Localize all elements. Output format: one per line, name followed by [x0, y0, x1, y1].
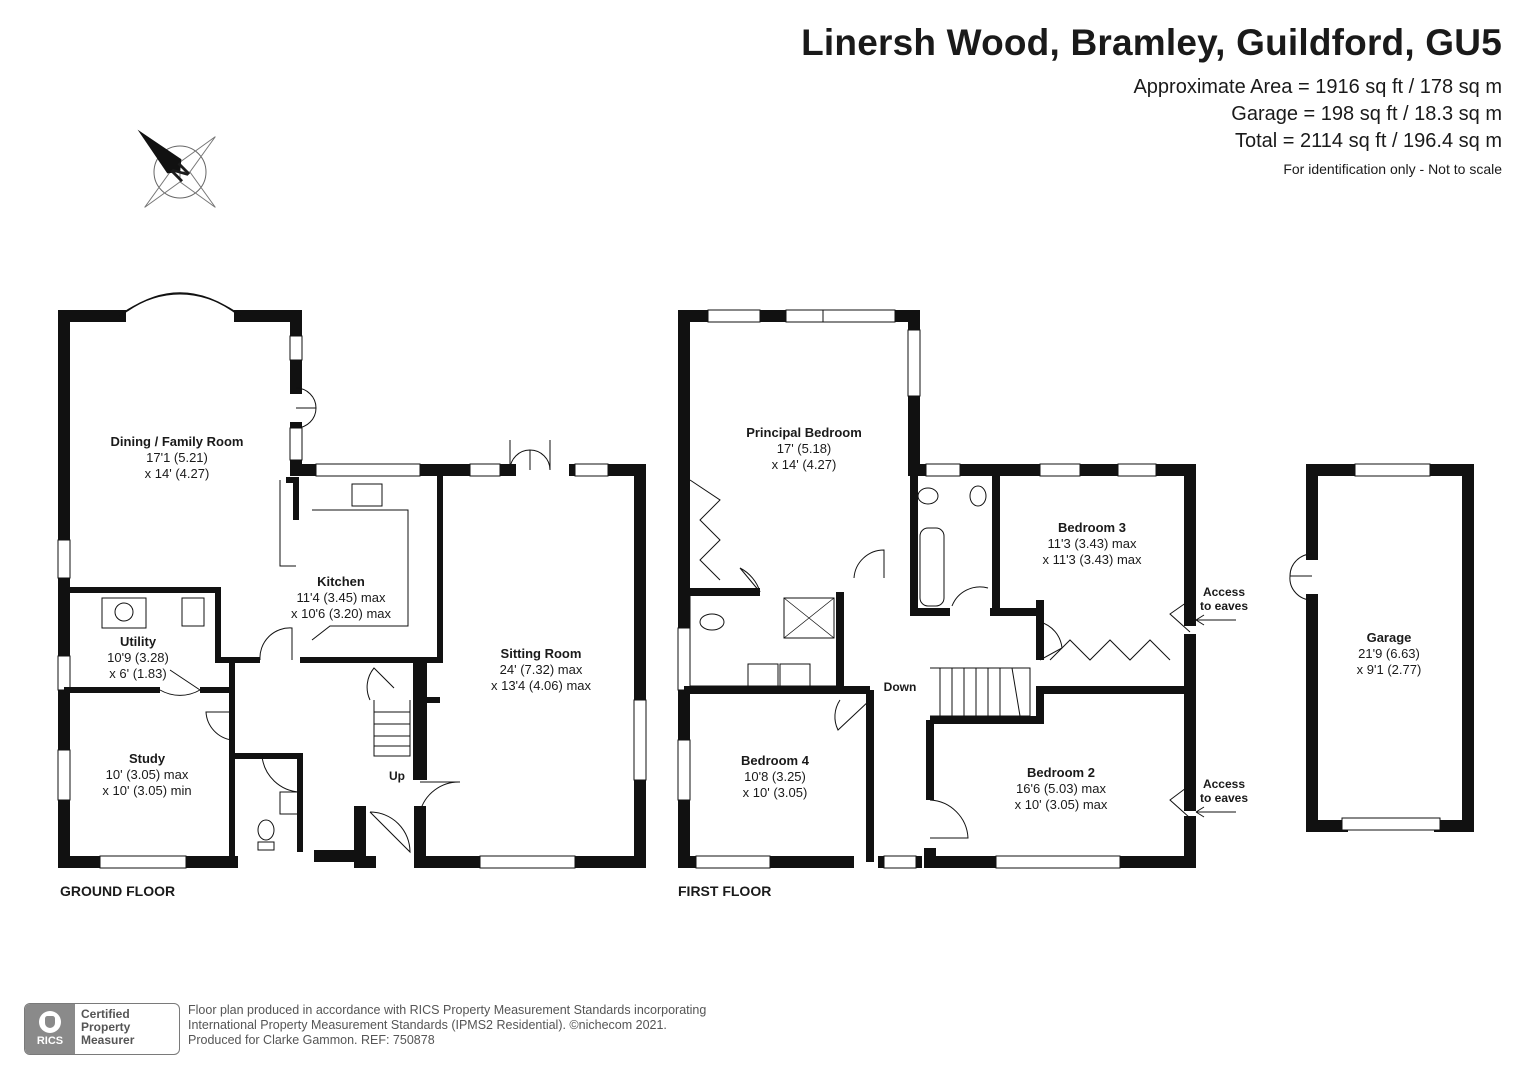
stairs-up-label: Up — [389, 769, 405, 783]
room-garage-dim2: x 9'1 (2.77) — [1357, 662, 1422, 677]
compass-rose-icon: N — [137, 129, 216, 208]
room-utility-name: Utility — [120, 634, 157, 649]
floor-plan: N — [57, 129, 1474, 899]
first-floor-label: FIRST FLOOR — [678, 883, 771, 899]
stairs-down-label: Down — [884, 680, 917, 694]
eaves-access-2-line1: Access — [1203, 777, 1245, 791]
property-title: Linersh Wood, Bramley, Guildford, GU5 — [801, 22, 1502, 63]
room-sitting-name: Sitting Room — [501, 646, 582, 661]
room-bedroom3-name: Bedroom 3 — [1058, 520, 1126, 535]
ground-floor-labels: Dining / Family Room 17'1 (5.21) x 14' (… — [60, 434, 592, 899]
room-dining-dim1: 17'1 (5.21) — [146, 450, 208, 465]
room-sitting-dim2: x 13'4 (4.06) max — [491, 678, 592, 693]
badge-line-3: Measurer — [81, 1033, 135, 1047]
room-kitchen-dim2: x 10'6 (3.20) max — [291, 606, 392, 621]
room-study-dim1: 10' (3.05) max — [106, 767, 189, 782]
footer-disclaimer: Floor plan produced in accordance with R… — [188, 1003, 706, 1048]
garage-labels: Garage 21'9 (6.63) x 9'1 (2.77) — [1357, 630, 1422, 677]
garage-area: Garage = 198 sq ft / 18.3 sq m — [1231, 103, 1502, 125]
room-kitchen-dim1: 11'4 (3.45) max — [297, 590, 386, 605]
ground-floor-label: GROUND FLOOR — [60, 883, 175, 899]
room-dining-name: Dining / Family Room — [111, 434, 244, 449]
room-bedroom3-dim1: 11'3 (3.43) max — [1048, 536, 1137, 551]
room-garage-name: Garage — [1367, 630, 1412, 645]
room-bedroom3-dim2: x 11'3 (3.43) max — [1042, 552, 1142, 567]
room-bedroom4-dim2: x 10' (3.05) — [743, 785, 808, 800]
room-utility-dim2: x 6' (1.83) — [109, 666, 166, 681]
eaves-access-1-line1: Access — [1203, 585, 1245, 599]
badge-line-2: Property — [81, 1020, 131, 1034]
rics-logo-icon — [39, 1011, 61, 1033]
approximate-area: Approximate Area = 1916 sq ft / 178 sq m — [1133, 76, 1502, 98]
footer-line-1: Floor plan produced in accordance with R… — [188, 1003, 707, 1017]
first-floor-labels: Principal Bedroom 17' (5.18) x 14' (4.27… — [678, 425, 1248, 899]
room-sitting-dim1: 24' (7.32) max — [500, 662, 583, 677]
room-bedroom4-name: Bedroom 4 — [741, 753, 810, 768]
room-principal-dim1: 17' (5.18) — [777, 441, 832, 456]
room-study-dim2: x 10' (3.05) min — [102, 783, 191, 798]
footer-line-2: International Property Measurement Stand… — [188, 1018, 667, 1032]
eaves-access-2-line2: to eaves — [1200, 791, 1248, 805]
room-principal-name: Principal Bedroom — [746, 425, 862, 440]
room-study-name: Study — [129, 751, 166, 766]
scale-note: For identification only - Not to scale — [1283, 161, 1502, 177]
room-bedroom2-dim1: 16'6 (5.03) max — [1016, 781, 1106, 796]
room-bedroom4-dim1: 10'8 (3.25) — [744, 769, 806, 784]
badge-line-1: Certified — [81, 1007, 130, 1021]
garage-plan — [1289, 463, 1474, 832]
footer-line-3: Produced for Clarke Gammon. REF: 750878 — [188, 1033, 435, 1047]
header: Linersh Wood, Bramley, Guildford, GU5 Ap… — [801, 22, 1502, 177]
rics-badge-text: Certified Property Measurer — [75, 1004, 140, 1054]
eaves-access-1-line2: to eaves — [1200, 599, 1248, 613]
ground-floor-plan — [57, 292, 647, 869]
room-garage-dim1: 21'9 (6.63) — [1358, 646, 1420, 661]
rics-word: RICS — [36, 1035, 64, 1047]
room-bedroom2-name: Bedroom 2 — [1027, 765, 1095, 780]
room-principal-dim2: x 14' (4.27) — [772, 457, 837, 472]
total-area: Total = 2114 sq ft / 196.4 sq m — [1234, 130, 1502, 152]
room-kitchen-name: Kitchen — [317, 574, 365, 589]
rics-certified-badge: RICS Certified Property Measurer — [24, 1003, 180, 1055]
room-dining-dim2: x 14' (4.27) — [145, 466, 210, 481]
room-utility-dim1: 10'9 (3.28) — [107, 650, 169, 665]
first-floor-plan — [677, 309, 1236, 869]
rics-logo-panel: RICS — [25, 1004, 75, 1054]
room-bedroom2-dim2: x 10' (3.05) max — [1015, 797, 1108, 812]
